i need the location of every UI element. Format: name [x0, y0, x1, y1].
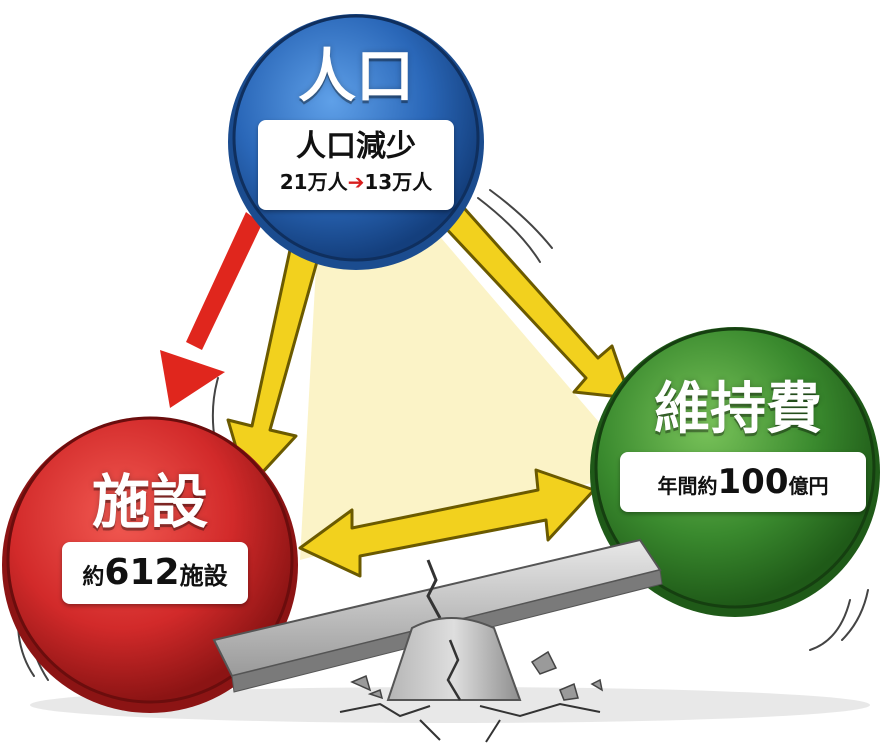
yellow-arrow-icon [226, 248, 320, 490]
red-down-arrow-icon [160, 212, 262, 408]
population-info-box: 人口減少 21万人➔13万人 [258, 120, 454, 210]
maintenance-prefix: 年間約 [657, 474, 718, 498]
facilities-number: 612 [104, 552, 180, 593]
debris [350, 650, 604, 701]
population-title: 人口 [297, 42, 414, 110]
maintenance-suffix: 億円 [788, 474, 829, 498]
facilities-info-box: 約612施設 [62, 542, 248, 604]
facilities-suffix: 施設 [179, 562, 228, 590]
population-to: 13万人 [364, 170, 433, 194]
ground-shadow [30, 687, 870, 723]
red-right-arrow-icon: ➔ [347, 170, 365, 194]
maintenance-title: 維持費 [654, 377, 822, 442]
maintenance-info-box: 年間約100億円 [620, 452, 866, 512]
yellow-arrow-icon [438, 206, 632, 400]
population-change: 21万人➔13万人 [258, 168, 454, 196]
cracked-ground-icon [339, 702, 601, 743]
population-from: 21万人 [279, 170, 348, 194]
population-subtitle: 人口減少 [296, 129, 416, 164]
maintenance-number: 100 [717, 462, 789, 502]
facilities-prefix: 約 [82, 565, 105, 590]
facilities-title: 施設 [91, 468, 208, 536]
seesaw-icon [212, 538, 663, 701]
